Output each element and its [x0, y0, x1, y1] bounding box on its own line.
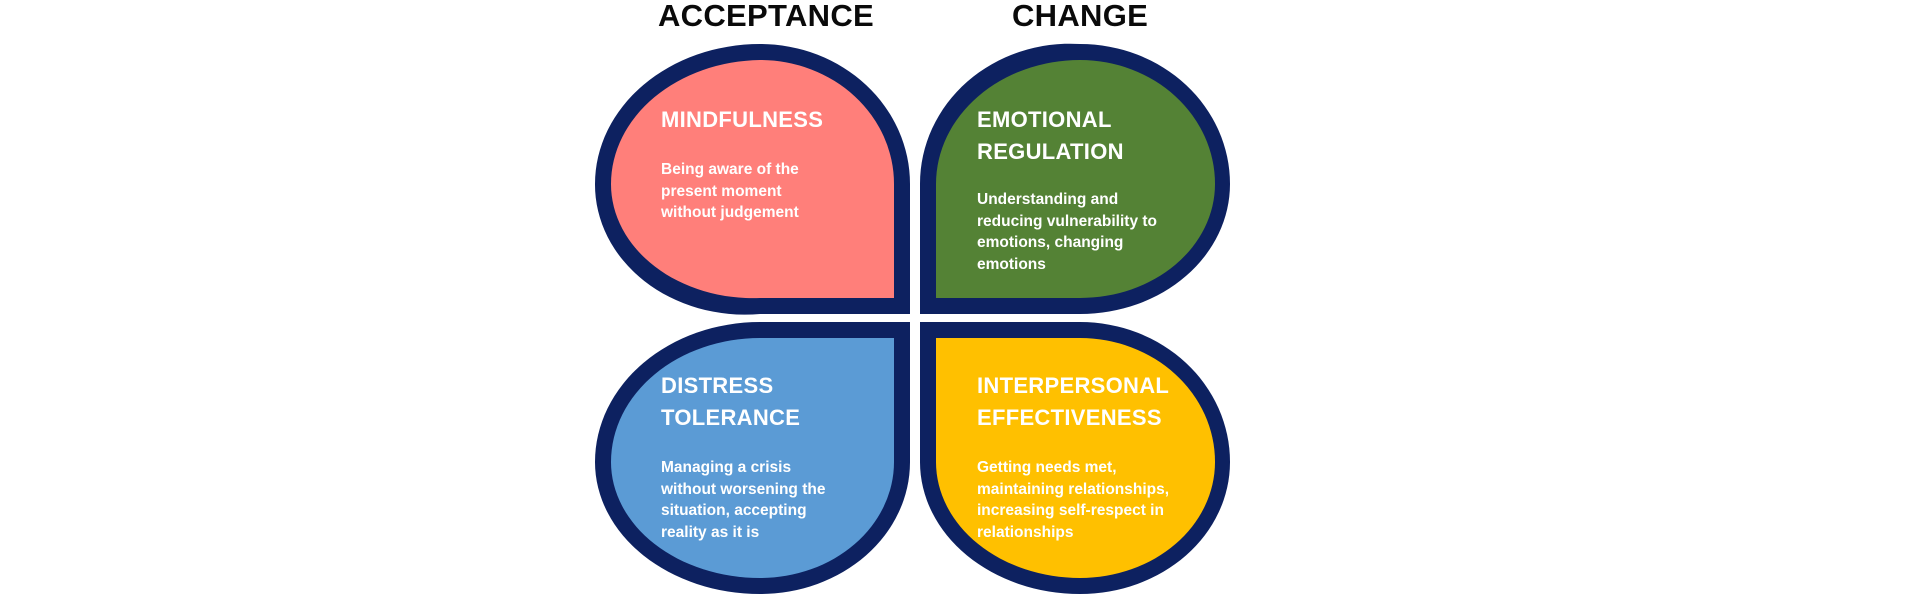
- distress-tolerance-title: DISTRESS TOLERANCE: [661, 370, 871, 434]
- mindfulness-fill: [610, 60, 894, 299]
- mindfulness-description: Being aware of the present moment withou…: [661, 159, 881, 224]
- distress-tolerance-description: Managing a crisis without worsening the …: [661, 457, 871, 543]
- emotional-regulation-description: Understanding and reducing vulnerability…: [977, 189, 1177, 275]
- emotional-regulation-description-line: reducing vulnerability to: [977, 212, 1157, 230]
- mindfulness-panel: MINDFULNESS Being aware of the present m…: [661, 104, 881, 224]
- interpersonal-effectiveness-shape: [920, 322, 1230, 594]
- emotional-regulation-shape: [919, 43, 1230, 314]
- interpersonal-effectiveness-panel: INTERPERSONAL EFFECTIVENESS Getting need…: [977, 370, 1187, 543]
- distress-tolerance-fill: [611, 338, 894, 578]
- distress-tolerance-shape: [595, 322, 910, 594]
- change-heading: CHANGE: [1012, 0, 1149, 33]
- distress-tolerance-panel: DISTRESS TOLERANCE Managing a crisis wit…: [661, 370, 871, 543]
- interpersonal-effectiveness-title-line: INTERPERSONAL: [977, 373, 1170, 398]
- emotional-regulation-title-line: EMOTIONAL: [977, 107, 1112, 132]
- interpersonal-effectiveness-description: Getting needs met, maintaining relations…: [977, 457, 1187, 543]
- distress-tolerance-description-line: situation, accepting: [661, 502, 807, 519]
- emotional-regulation-description-line: Understanding and: [977, 191, 1119, 208]
- interpersonal-effectiveness-description-line: increasing self-respect in: [977, 502, 1164, 519]
- mindfulness-description-line: Being aware of the: [661, 161, 799, 178]
- interpersonal-effectiveness-fill: [936, 338, 1215, 578]
- emotional-regulation-fill: [936, 60, 1215, 298]
- acceptance-heading: ACCEPTANCE: [658, 0, 874, 33]
- distress-tolerance-description-line: without worsening the: [661, 480, 826, 498]
- mindfulness-title-line: MINDFULNESS: [661, 107, 824, 132]
- mindfulness-shape: [594, 44, 910, 315]
- emotional-regulation-title-line: REGULATION: [977, 139, 1124, 164]
- distress-tolerance-title-line: TOLERANCE: [661, 405, 801, 430]
- distress-tolerance-description-line: Managing a crisis: [661, 459, 792, 476]
- distress-tolerance-description-line: reality as it is: [661, 523, 760, 541]
- emotional-regulation-panel: EMOTIONAL REGULATION Understanding and r…: [977, 104, 1177, 275]
- interpersonal-effectiveness-description-line: maintaining relationships,: [977, 480, 1170, 498]
- mindfulness-description-line: present moment: [661, 182, 782, 200]
- mindfulness-description-line: without judgement: [661, 204, 799, 221]
- interpersonal-effectiveness-description-line: Getting needs met,: [977, 459, 1117, 476]
- interpersonal-effectiveness-title-line: EFFECTIVENESS: [977, 405, 1162, 430]
- emotional-regulation-description-line: emotions: [977, 255, 1046, 273]
- mindfulness-title: MINDFULNESS: [661, 104, 881, 136]
- interpersonal-effectiveness-description-line: relationships: [977, 523, 1074, 541]
- interpersonal-effectiveness-title: INTERPERSONAL EFFECTIVENESS: [977, 370, 1187, 434]
- emotional-regulation-title: EMOTIONAL REGULATION: [977, 104, 1177, 168]
- emotional-regulation-description-line: emotions, changing: [977, 234, 1124, 251]
- distress-tolerance-title-line: DISTRESS: [661, 373, 774, 398]
